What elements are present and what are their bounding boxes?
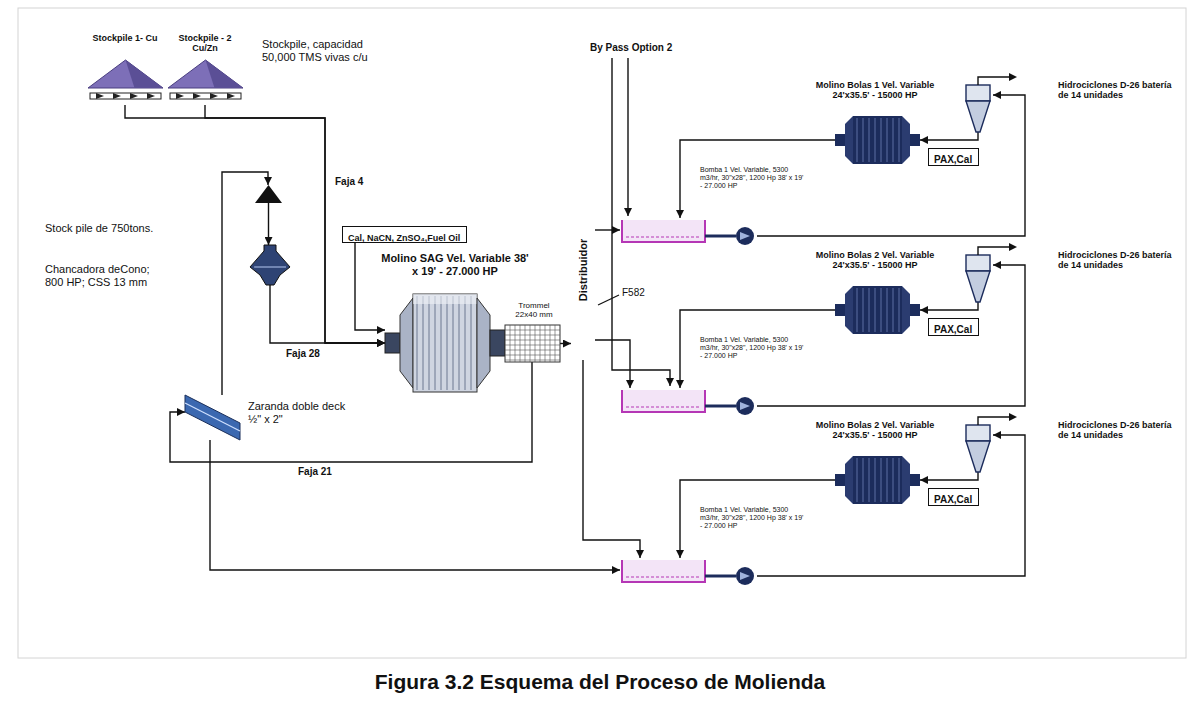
crusher-stockpile-drawing	[255, 185, 282, 203]
double-deck-screen: Zaranda doble deck ½" x 2"	[185, 395, 240, 440]
equipment-label: Molino SAG Vel. Variable 38' x 19' - 27.…	[380, 252, 530, 277]
ball-mill-drawing	[835, 454, 920, 506]
ore-stockpile: Stockpile - 2 Cu/Zn	[168, 60, 243, 105]
equipment-label: Stockpile - 2 Cu/Zn	[171, 33, 239, 54]
reagent-text: PAX,Cal	[929, 322, 977, 338]
flow-line	[920, 472, 978, 480]
flow-line	[125, 105, 385, 343]
ball-mill-drawing	[835, 284, 920, 336]
equipment-label: Trommel 22x40 mm	[507, 301, 561, 319]
flow-line	[595, 229, 620, 230]
ball-mill: Molino Bolas 2 Vel. Variable 24'x35.5' -…	[835, 284, 920, 336]
reagent-text: PAX,Cal	[929, 152, 977, 168]
note-label: Stockpile, capacidad 50,000 TMS vivas c/…	[262, 38, 397, 63]
distributor: Distribuidor	[571, 180, 595, 360]
equipment-label: Bomba 1 Vel. Variable, 5300 m3/hr, 30"x2…	[700, 506, 805, 530]
equipment-label: Distribuidor	[577, 239, 590, 301]
note-label: By Pass Option 2	[590, 42, 672, 54]
equipment-label: Bomba 1 Vel. Variable, 5300 m3/hr, 30"x2…	[700, 166, 805, 190]
equipment-label: Molino Bolas 2 Vel. Variable 24'x35.5' -…	[800, 420, 950, 441]
ball-mill-drawing	[835, 114, 920, 166]
flow-line	[210, 440, 620, 570]
leader-line	[598, 295, 619, 305]
equipment-label: Molino Bolas 2 Vel. Variable 24'x35.5' -…	[800, 250, 950, 271]
sump-pump: Bomba 1 Vel. Variable, 5300 m3/hr, 30"x2…	[620, 558, 757, 584]
conveyor-label: Faja 21	[296, 466, 334, 478]
flow-line	[757, 95, 1025, 236]
flow-line	[355, 243, 385, 330]
figure-caption: Figura 3.2 Esquema del Proceso de Molien…	[0, 670, 1200, 694]
sump-pump: Bomba 1 Vel. Variable, 5300 m3/hr, 30"x2…	[620, 388, 757, 414]
double-deck-screen-drawing	[185, 395, 240, 440]
equipment-label: Zaranda doble deck ½" x 2"	[248, 400, 348, 425]
flow-line	[583, 360, 640, 558]
hydrocyclone: Hidrociclones D-26 batería de 14 unidade…	[963, 425, 993, 472]
sump-pump-drawing	[620, 218, 757, 244]
trommel-screen-drawing	[505, 325, 560, 362]
ore-stockpile: Stockpile 1- Cu	[88, 60, 163, 105]
note-label: F582	[622, 287, 645, 299]
equipment-label: Stockpile 1- Cu	[91, 33, 159, 43]
hydrocyclone-drawing	[963, 85, 993, 132]
reagent-box: PAX,Cal	[928, 148, 979, 166]
equipment-label: Molino Bolas 1 Vel. Variable 24'x35.5' -…	[800, 80, 950, 101]
flow-line	[205, 105, 385, 343]
reagent-text: Cal, NaCN, ZnSO₄,Fuel Oil	[343, 231, 465, 245]
hydrocyclone: Hidrociclones D-26 batería de 14 unidade…	[963, 255, 993, 302]
flow-line	[680, 310, 835, 388]
conveyor-label: Faja 28	[284, 348, 322, 360]
trommel-screen: Trommel 22x40 mm	[505, 325, 560, 362]
reagent-text: PAX,Cal	[929, 492, 977, 508]
flow-line	[920, 132, 978, 140]
figure-frame	[18, 8, 1186, 658]
flow-line	[595, 340, 630, 388]
hydrocyclone-drawing	[963, 425, 993, 472]
equipment-label: Hidrociclones D-26 batería de 14 unidade…	[1058, 250, 1183, 271]
conveyor-label: Faja 4	[333, 176, 365, 188]
ball-mill: Molino Bolas 1 Vel. Variable 24'x35.5' -…	[835, 114, 920, 166]
sump-pump: Bomba 1 Vel. Variable, 5300 m3/hr, 30"x2…	[620, 218, 757, 244]
flow-line	[920, 302, 978, 310]
reagent-box: Cal, NaCN, ZnSO₄,Fuel Oil	[342, 226, 467, 243]
equipment-label: Hidrociclones D-26 batería de 14 unidade…	[1058, 80, 1183, 101]
reagent-box: PAX,Cal	[928, 488, 979, 506]
flow-line	[680, 140, 835, 218]
flow-line	[222, 172, 268, 395]
sump-pump-drawing	[620, 388, 757, 414]
flow-line	[268, 203, 269, 245]
cone-crusher: Chancadora deCono; 800 HP; CSS 13 mm	[250, 245, 290, 285]
equipment-label: Bomba 1 Vel. Variable, 5300 m3/hr, 30"x2…	[700, 336, 805, 360]
cone-crusher-drawing	[250, 245, 290, 285]
sump-pump-drawing	[620, 558, 757, 584]
flow-line	[560, 343, 571, 344]
ore-stockpile-drawing	[168, 60, 243, 105]
sag-mill: Molino SAG Vel. Variable 38' x 19' - 27.…	[385, 290, 505, 396]
ore-stockpile-drawing	[88, 60, 163, 105]
hydrocyclone-drawing	[963, 255, 993, 302]
equipment-label: Stock pile de 750tons.	[45, 222, 185, 235]
flow-line	[680, 480, 835, 558]
flow-line	[270, 285, 385, 343]
bypass-line	[627, 58, 628, 216]
ball-mill: Molino Bolas 2 Vel. Variable 24'x35.5' -…	[835, 454, 920, 506]
flow-line	[757, 435, 1025, 576]
hydrocyclone: Hidrociclones D-26 batería de 14 unidade…	[963, 85, 993, 132]
reagent-box: PAX,Cal	[928, 318, 979, 336]
equipment-label: Hidrociclones D-26 batería de 14 unidade…	[1058, 420, 1183, 441]
crusher-stockpile: Stock pile de 750tons.	[255, 185, 282, 203]
flow-line	[757, 265, 1025, 406]
sag-mill-drawing	[385, 290, 505, 396]
equipment-label: Chancadora deCono; 800 HP; CSS 13 mm	[45, 263, 165, 288]
